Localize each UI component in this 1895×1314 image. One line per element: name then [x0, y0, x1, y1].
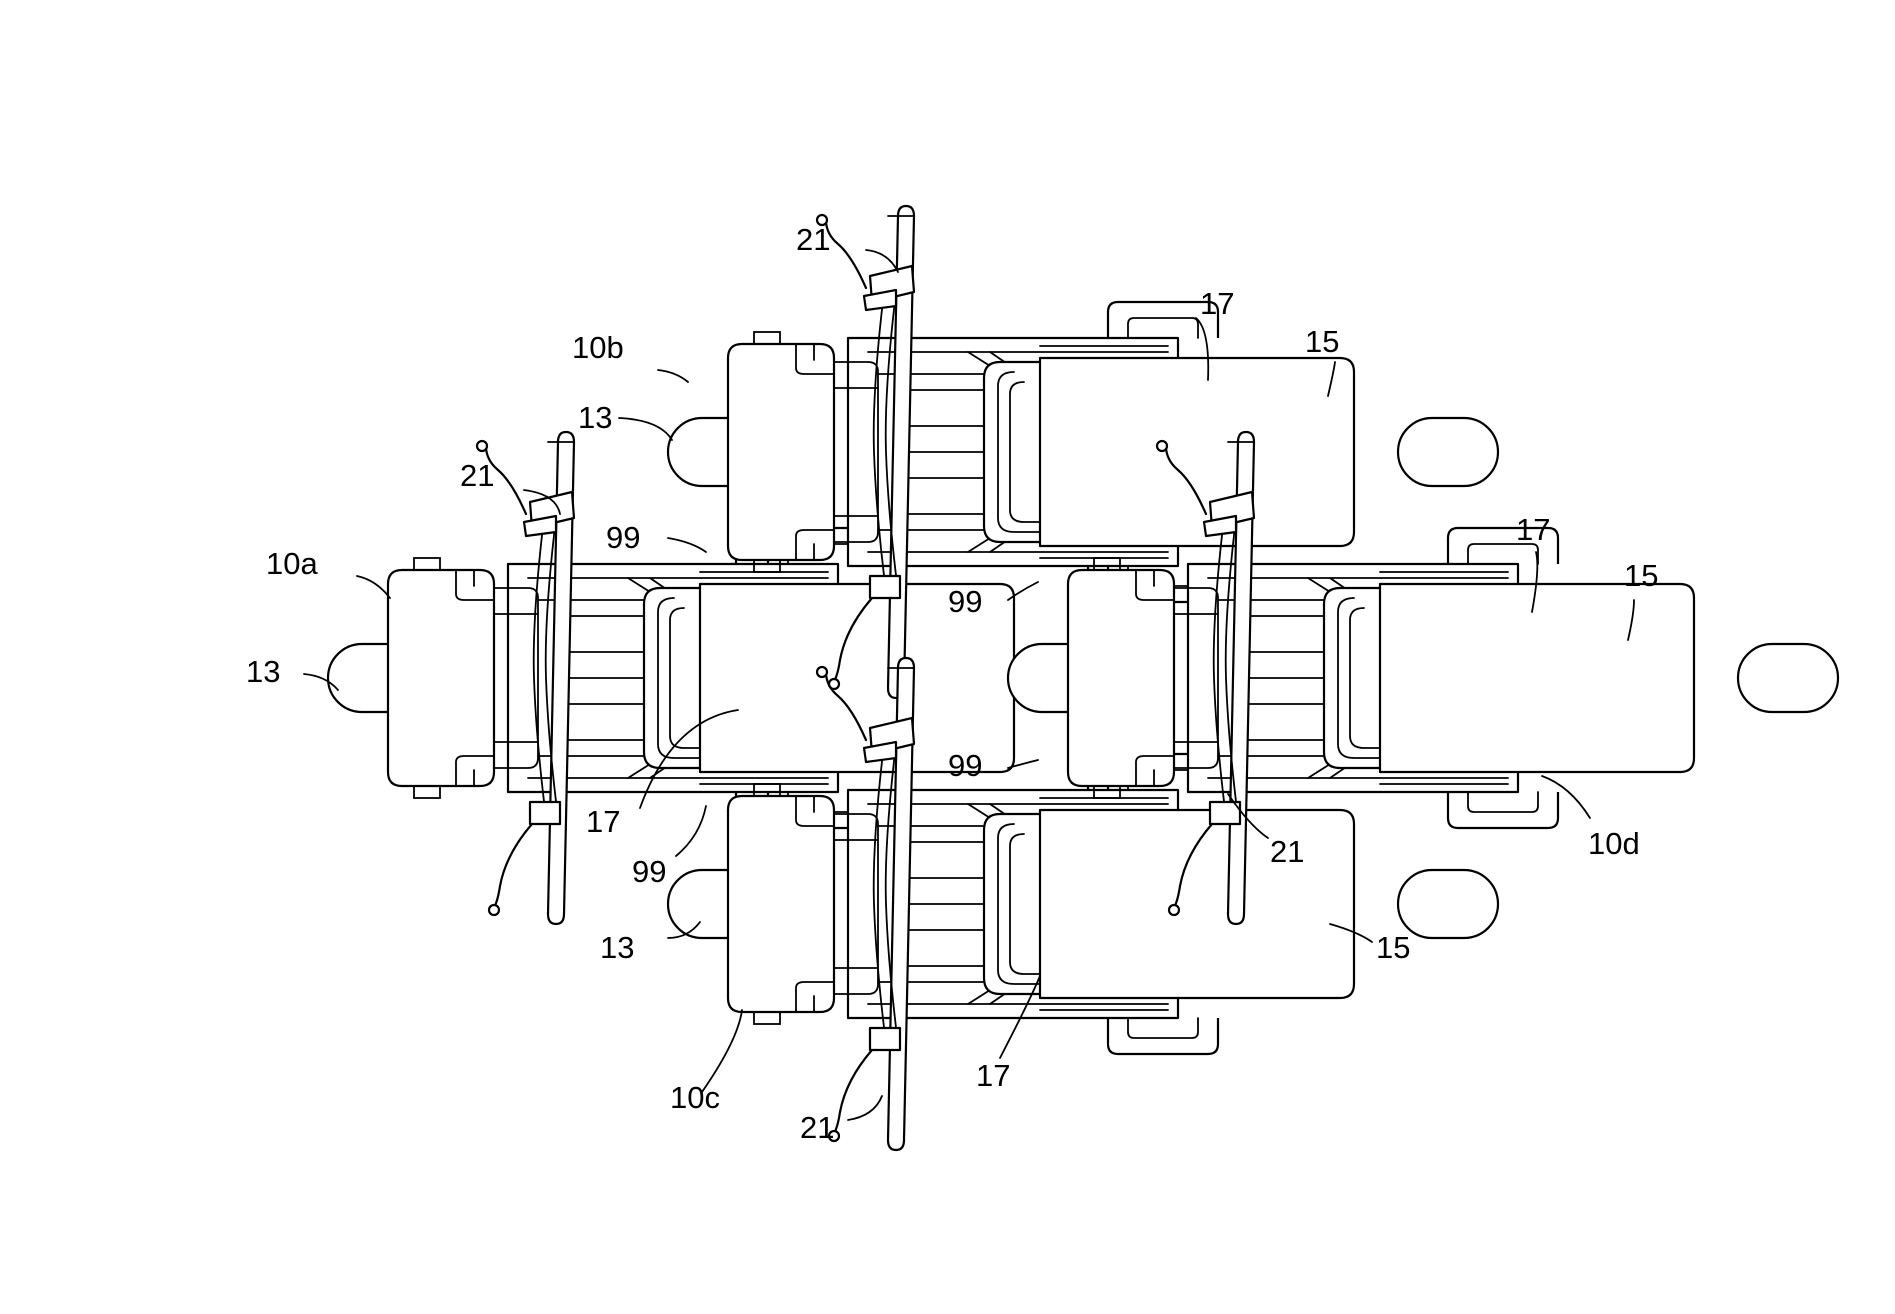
label-17-10c: 17 [976, 1058, 1010, 1093]
label-17-10a: 17 [586, 804, 620, 839]
label-13-10a: 13 [246, 654, 280, 689]
label-21-10d: 21 [1270, 834, 1304, 869]
label-99-upper-right: 99 [948, 584, 982, 619]
label-17-10b: 17 [1200, 286, 1234, 321]
label-10b: 10b [572, 330, 624, 365]
label-21-10b: 21 [796, 222, 830, 257]
label-10d: 10d [1588, 826, 1640, 861]
label-10c: 10c [670, 1080, 720, 1115]
label-15-10c: 15 [1376, 930, 1410, 965]
label-10a: 10a [266, 546, 318, 581]
label-15-10d: 15 [1624, 558, 1658, 593]
label-21-10c: 21 [800, 1110, 834, 1145]
label-15-10b: 15 [1305, 324, 1339, 359]
label-99-lower-right: 99 [948, 748, 982, 783]
label-13-10b: 13 [578, 400, 612, 435]
label-17-10d: 17 [1516, 512, 1550, 547]
label-21-10a: 21 [460, 458, 494, 493]
label-99-upper-left: 99 [606, 520, 640, 555]
label-13-10c: 13 [600, 930, 634, 965]
label-99-lower-left: 99 [632, 854, 666, 889]
leader-lines [303, 249, 1635, 1121]
reference-labels: 10b 13 21 17 15 99 21 10a 13 99 17 15 99… [246, 222, 1658, 1145]
